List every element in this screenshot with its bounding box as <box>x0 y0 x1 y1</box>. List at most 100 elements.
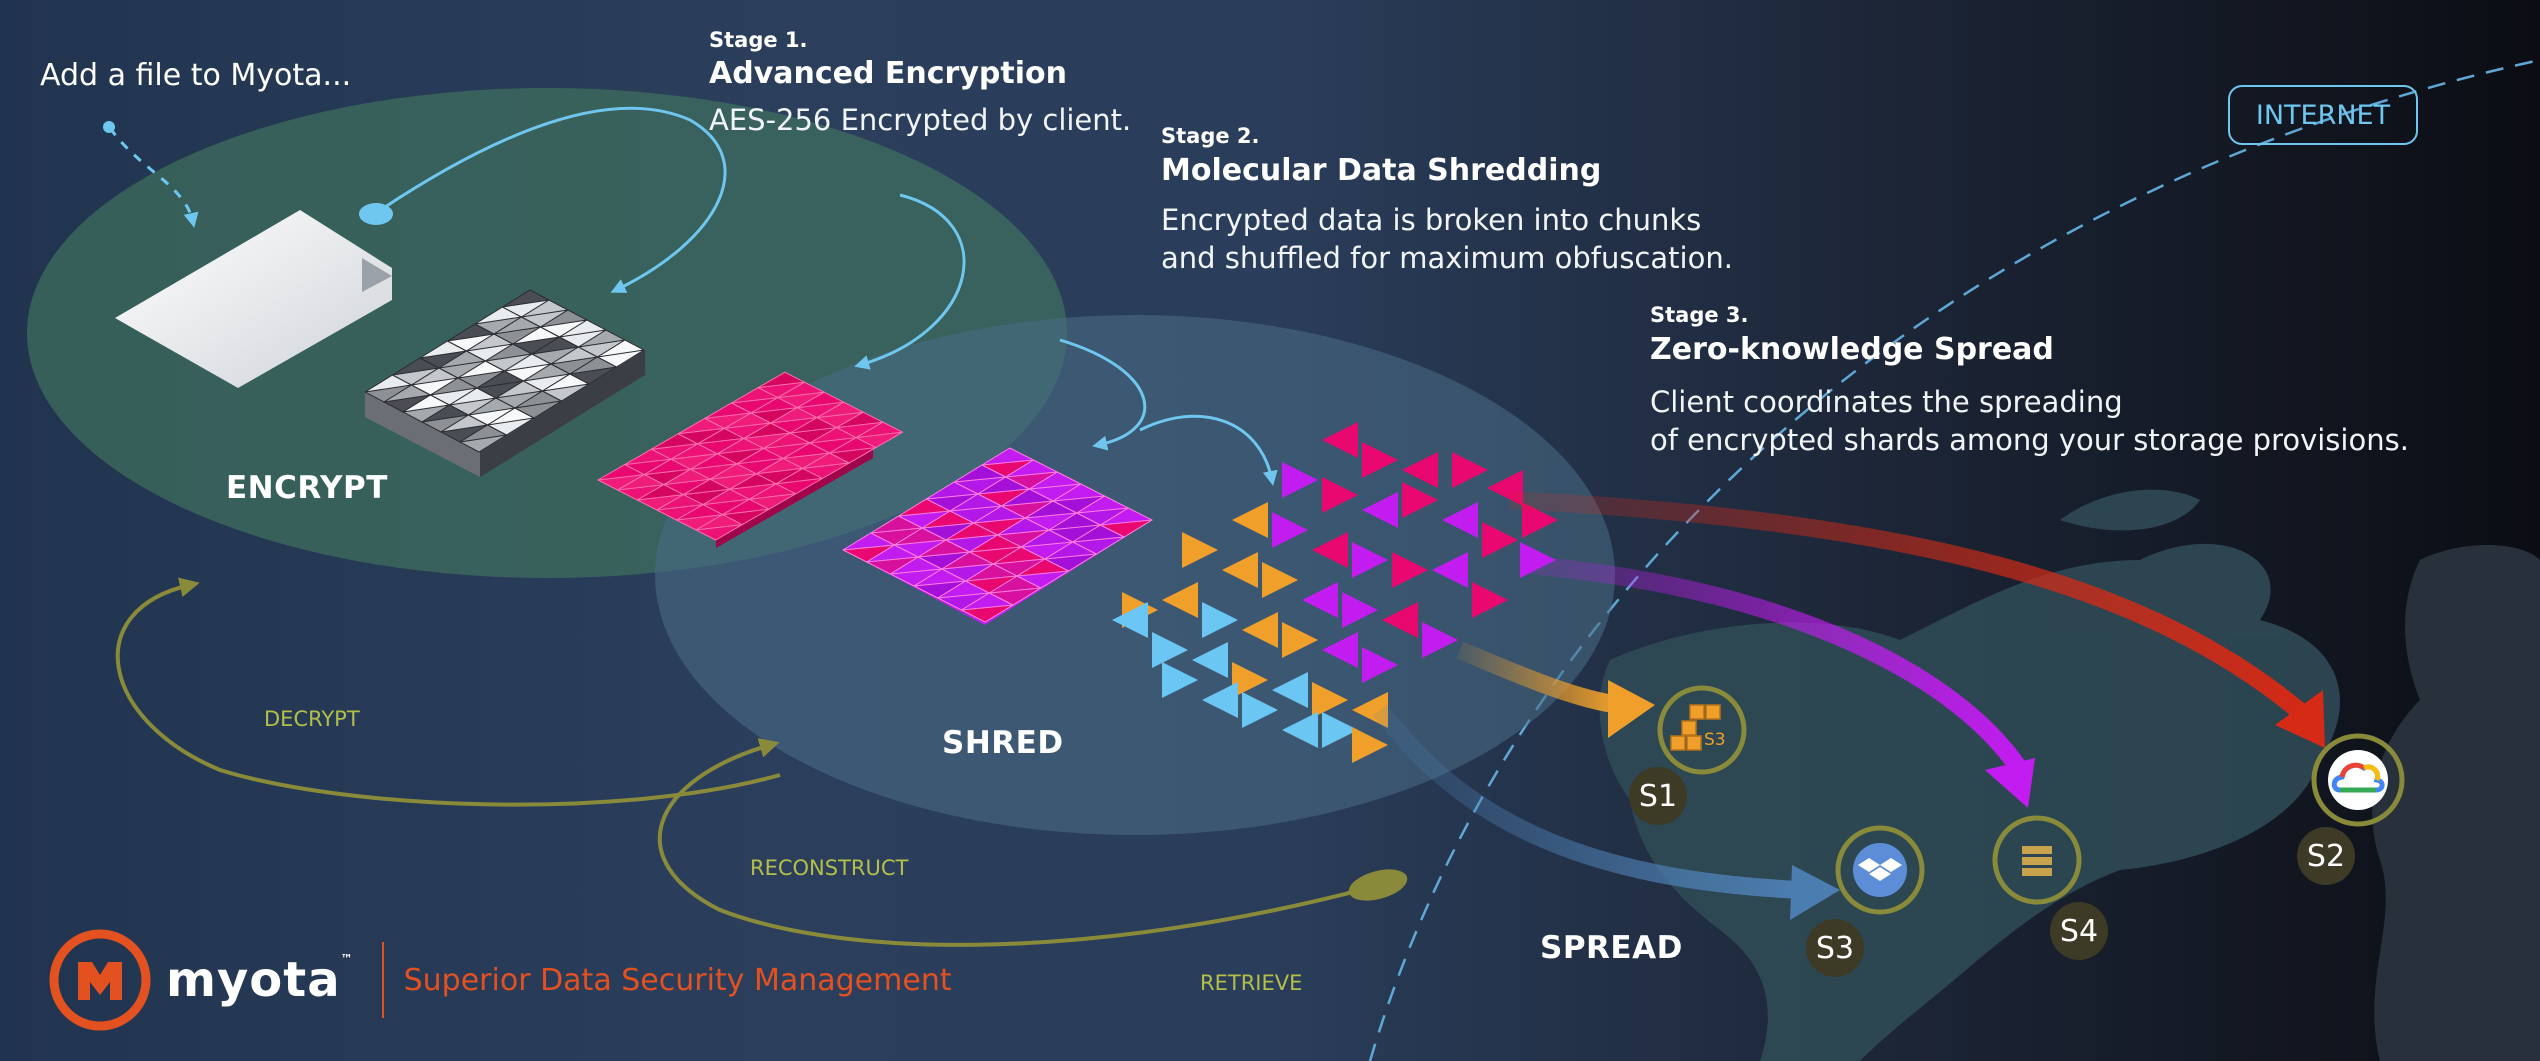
shredGrid-line <box>1099 507 1154 538</box>
magentaGrid-cell <box>783 453 830 469</box>
stage-3-label: Stage 3. <box>1650 303 1749 327</box>
magentaGrid-cell <box>703 499 750 515</box>
shard-triangle <box>1322 422 1358 458</box>
shard-triangle <box>1162 582 1198 618</box>
magentaGrid-cell <box>696 524 743 540</box>
shard-triangle <box>1392 552 1428 588</box>
shard-triangle <box>1192 642 1228 678</box>
shard-triangle <box>1222 552 1258 588</box>
shard-triangle <box>1302 582 1338 618</box>
magentaGrid-cell <box>777 392 825 408</box>
brand-divider <box>381 942 384 1018</box>
stage-1-title: Advanced Encryption <box>709 56 1067 91</box>
magentaGrid-cell <box>802 453 850 469</box>
storage-badge-s1: S1 <box>1629 767 1687 825</box>
magentaGrid-cell <box>836 412 883 428</box>
magentaGrid-cell <box>724 413 771 429</box>
shard-triangle <box>1242 692 1278 728</box>
magentaGrid-cell <box>829 447 876 463</box>
magentaGrid-cell <box>663 479 711 495</box>
magentaGrid-cell <box>756 468 803 484</box>
magentaGrid-cell <box>776 468 823 484</box>
magentaGrid-cell <box>651 433 698 450</box>
shard-triangle <box>1472 582 1508 618</box>
intro-text: Add a file to Myota... <box>40 58 352 93</box>
shard-triangle <box>1522 502 1558 538</box>
magentaGrid-cell <box>678 418 725 434</box>
shard-triangle <box>1382 602 1418 638</box>
shard-triangle <box>1322 712 1358 748</box>
arrow-to-s1 <box>1456 641 1622 714</box>
magentaGrid-cell <box>722 499 769 515</box>
stage-2-desc-line1: Encrypted data is broken into chunks <box>1161 203 1702 237</box>
magentaGrid-cell <box>731 387 778 403</box>
stage-3-desc-line2: of encrypted shards among your storage p… <box>1650 423 2409 457</box>
decrypt-label: DECRYPT <box>264 707 360 731</box>
magentaGrid-cell <box>829 437 876 453</box>
magentaGrid-cell <box>770 417 817 433</box>
arrow-to-s4 <box>1529 556 2028 775</box>
shard-triangle <box>1352 542 1388 578</box>
shard-triangle <box>1352 727 1388 763</box>
shard-triangle <box>1272 672 1308 708</box>
magentaGrid-cell <box>651 443 698 460</box>
magentaGrid-cell <box>663 469 711 485</box>
brand-lockup: myota™ Superior Data Security Management <box>46 935 952 1025</box>
magentaGrid-cell <box>704 403 752 419</box>
shard-triangle <box>1422 622 1458 658</box>
stage-1-desc: AES-256 Encrypted by client. <box>709 103 1132 137</box>
magentaGrid-cell <box>598 474 645 490</box>
shard-triangle <box>1272 512 1308 548</box>
encrypted-block-texture <box>363 289 646 453</box>
magentaGrid-cell <box>722 509 769 525</box>
aws-s3-icon <box>1670 704 1721 751</box>
magentaGrid-cell <box>724 423 771 439</box>
retrieve-label: RETRIEVE <box>1200 971 1303 995</box>
magentaGrid-cell <box>797 392 844 408</box>
shard-triangle <box>1442 502 1478 538</box>
magentaGrid-cell <box>797 402 844 418</box>
shard-triangle <box>1312 532 1348 568</box>
magentaGrid-cell <box>617 484 664 500</box>
shard-triangle <box>1182 532 1218 568</box>
internet-badge: INTERNET <box>2228 85 2418 145</box>
magentaGrid-cell <box>758 382 805 398</box>
magentaGrid-cell <box>617 474 664 490</box>
shard-triangle <box>1482 522 1518 558</box>
storage-badge-s3: S3 <box>1806 919 1864 977</box>
brand-trademark: ™ <box>340 952 354 966</box>
magentaGrid-cell <box>704 413 752 429</box>
magenta-block-grid <box>596 371 904 541</box>
google-cloud-icon <box>2328 750 2388 810</box>
stage-3-title: Zero-knowledge Spread <box>1650 332 2054 367</box>
shard-triangle <box>1322 632 1358 668</box>
magentaGrid-cell <box>683 479 730 495</box>
stage-2-desc-line2: and shuffled for maximum obfuscation. <box>1161 241 1733 275</box>
magentaGrid-cell <box>710 463 757 480</box>
magentaGrid-cell <box>790 417 837 433</box>
magentaGrid-cell <box>690 453 737 470</box>
magentaGrid-cell <box>756 458 803 474</box>
shard-triangle <box>1262 562 1298 598</box>
arrow-to-s3 <box>1372 704 1801 899</box>
arrow-to-s2 <box>1509 491 2316 727</box>
spread-phase-label: SPREAD <box>1540 930 1683 966</box>
server-icon <box>2022 846 2052 876</box>
magentaGrid-cell <box>637 494 684 510</box>
shard-triangle <box>1112 602 1148 638</box>
stage-3-desc-line1: Client coordinates the spreading <box>1650 385 2123 419</box>
internet-boundary <box>1368 58 2540 1061</box>
return-flow-arrows <box>115 577 1381 947</box>
shredded-block-grid <box>841 447 1154 623</box>
magentaGrid-cell <box>802 463 850 479</box>
magentaGrid-cell <box>856 422 903 438</box>
magentaGrid-cell <box>809 427 857 443</box>
myota-logo-icon <box>49 929 151 1031</box>
magentaGrid-cell <box>731 397 778 413</box>
magentaGrid-cell <box>856 432 903 448</box>
shard-triangle <box>1362 492 1398 528</box>
magentaGrid-cell <box>817 412 864 428</box>
magentaGrid-cell <box>817 402 864 418</box>
data-shards <box>1112 422 1558 763</box>
stage-2-label: Stage 2. <box>1161 124 1260 148</box>
